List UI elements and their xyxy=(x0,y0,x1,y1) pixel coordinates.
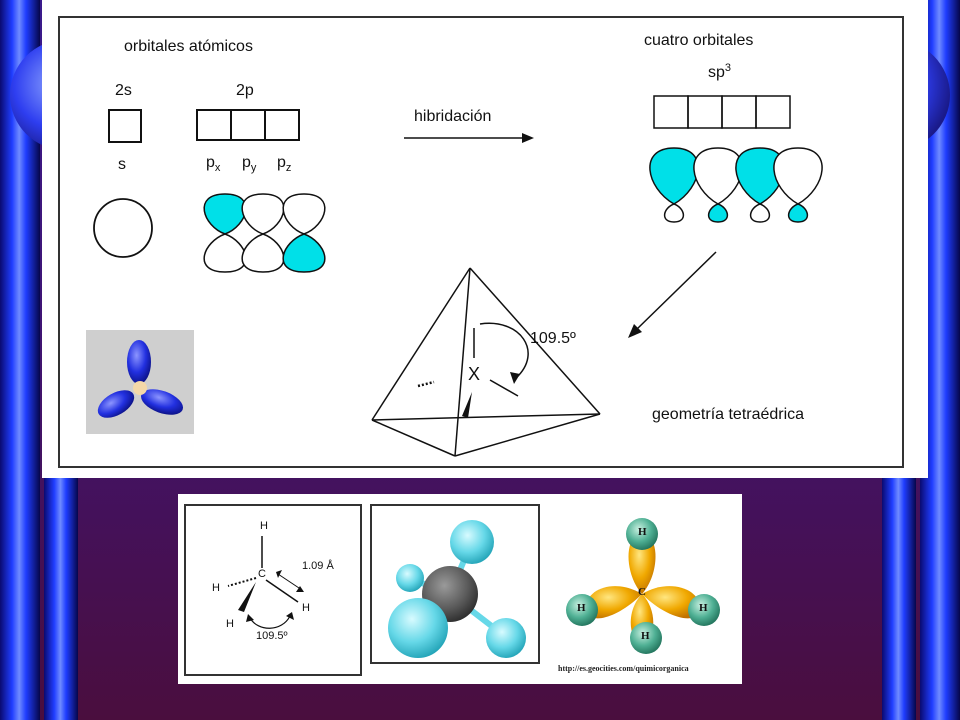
hybridization-diagram-frame: orbitales atómicos 2s 2p s px py pz hibr… xyxy=(58,16,904,468)
tetrahedral-geometry-label: geometría tetraédrica xyxy=(652,406,805,423)
bond-angle-label: 109.5º xyxy=(530,330,576,347)
px-label: px xyxy=(206,154,221,174)
2s-orbital-box xyxy=(108,109,142,143)
overlap-c-center: C xyxy=(638,586,646,598)
py-label: py xyxy=(242,154,257,174)
sp3-orbital-3 xyxy=(735,147,785,223)
four-orbitals-title: cuatro orbitales xyxy=(644,32,754,49)
wedge-bond xyxy=(462,392,472,418)
overlap-h-left: H xyxy=(577,602,586,614)
structural-h-top: H xyxy=(260,520,268,532)
2p-orbital-boxes xyxy=(196,109,300,141)
methane-structural-formula: H C H H H 1.09 Å 109.5º xyxy=(184,504,362,676)
sp3-orbital-2 xyxy=(693,147,743,223)
sp3-3d-render xyxy=(86,330,194,434)
py-orbital xyxy=(241,193,285,273)
central-atom-label: X xyxy=(468,364,481,384)
s-orbital-label: s xyxy=(118,156,126,173)
structural-c-center: C xyxy=(258,568,266,580)
bond-length-label: 1.09 Å xyxy=(302,560,334,572)
methane-models-strip: H C H H H 1.09 Å 109.5º xyxy=(178,494,742,684)
hybridization-label: hibridación xyxy=(414,108,492,125)
sp3-orbital-1 xyxy=(649,147,699,223)
pz-label: pz xyxy=(277,154,292,174)
sp3-orbital-boxes xyxy=(653,95,791,129)
overlap-h-right: H xyxy=(699,602,708,614)
sp3-orbital-4 xyxy=(773,147,823,223)
source-url: http://es.geocities.com/quimicorganica xyxy=(558,664,689,673)
overlap-h-top: H xyxy=(638,526,647,538)
geometry-arrow xyxy=(635,251,717,331)
px-orbital xyxy=(203,193,247,273)
2p-label: 2p xyxy=(236,82,254,99)
atomic-orbitals-title: orbitales atómicos xyxy=(124,38,253,55)
hybridization-panel: orbitales atómicos 2s 2p s px py pz hibr… xyxy=(42,0,928,478)
methane-orbital-overlap: H H H H C http://es.geocities.com/quimic… xyxy=(546,504,738,680)
2s-label: 2s xyxy=(115,82,132,99)
tetrahedron xyxy=(371,267,601,457)
s-orbital xyxy=(93,198,153,258)
pz-orbital xyxy=(282,193,326,273)
methane-ball-and-stick xyxy=(370,504,540,664)
structural-h-bottom: H xyxy=(226,618,234,630)
sp3-label: sp3 xyxy=(708,62,732,81)
structural-h-right: H xyxy=(302,602,310,614)
structural-h-left: H xyxy=(212,582,220,594)
orbital-drawing xyxy=(93,95,823,457)
overlap-h-bottom: H xyxy=(641,630,650,642)
structural-angle-label: 109.5º xyxy=(256,630,288,642)
angle-arc xyxy=(479,322,529,379)
